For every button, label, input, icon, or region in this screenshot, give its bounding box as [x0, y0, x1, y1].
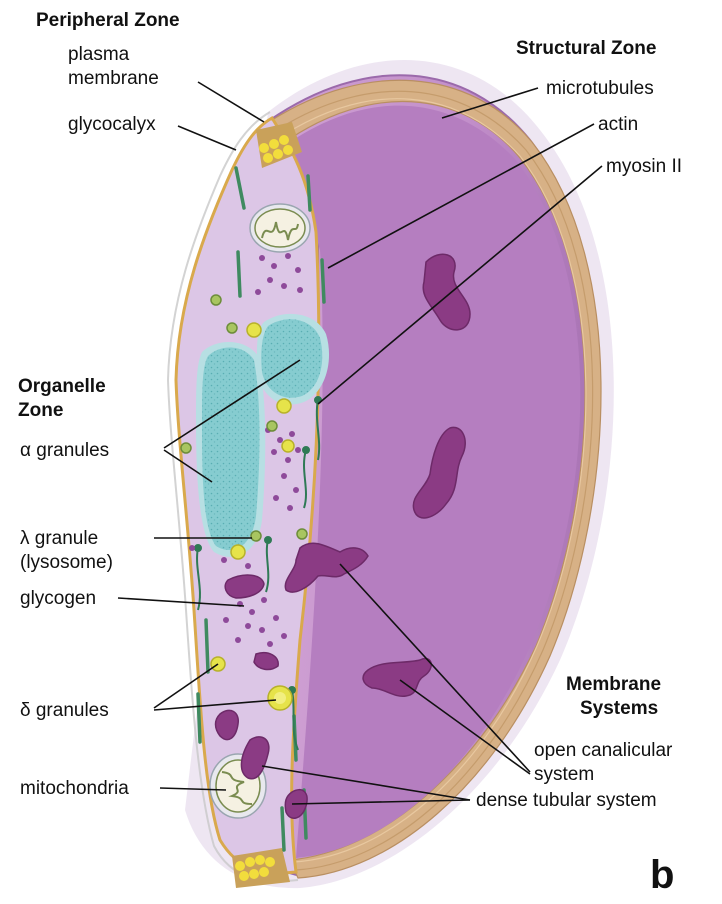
mitochondria-label: mitochondria	[20, 778, 129, 799]
organelle-zone-heading-1: Organelle	[18, 376, 106, 397]
glycogen-label: glycogen	[20, 588, 96, 609]
peripheral-zone-heading: Peripheral Zone	[36, 10, 180, 31]
plasma-membrane-label-1: plasma	[68, 44, 130, 65]
myosin-label: myosin II	[606, 156, 682, 177]
open-canalicular-label-2: system	[534, 764, 594, 785]
lambda-granule-label-1: λ granule	[20, 528, 98, 549]
plasma-membrane-label-2: membrane	[68, 68, 159, 89]
organelle-zone-heading-2: Zone	[18, 400, 63, 421]
actin-label: actin	[598, 114, 638, 135]
membrane-systems-heading-2: Systems	[580, 698, 658, 719]
open-canalicular-label-1: open canalicular	[534, 740, 673, 761]
mitochondrion-top	[250, 204, 310, 252]
glycocalyx-label: glycocalyx	[68, 114, 156, 135]
dense-tubular-label: dense tubular system	[476, 790, 657, 811]
delta-granules-label: δ granules	[20, 700, 109, 721]
lambda-granule-label-2: (lysosome)	[20, 552, 113, 573]
panel-letter: b	[650, 853, 674, 897]
alpha-granule-large	[196, 342, 265, 557]
structural-zone-heading: Structural Zone	[516, 38, 656, 59]
alpha-granules-label: α granules	[20, 440, 109, 461]
microtubules-label: microtubules	[546, 78, 654, 99]
membrane-systems-heading-1: Membrane	[566, 674, 661, 695]
